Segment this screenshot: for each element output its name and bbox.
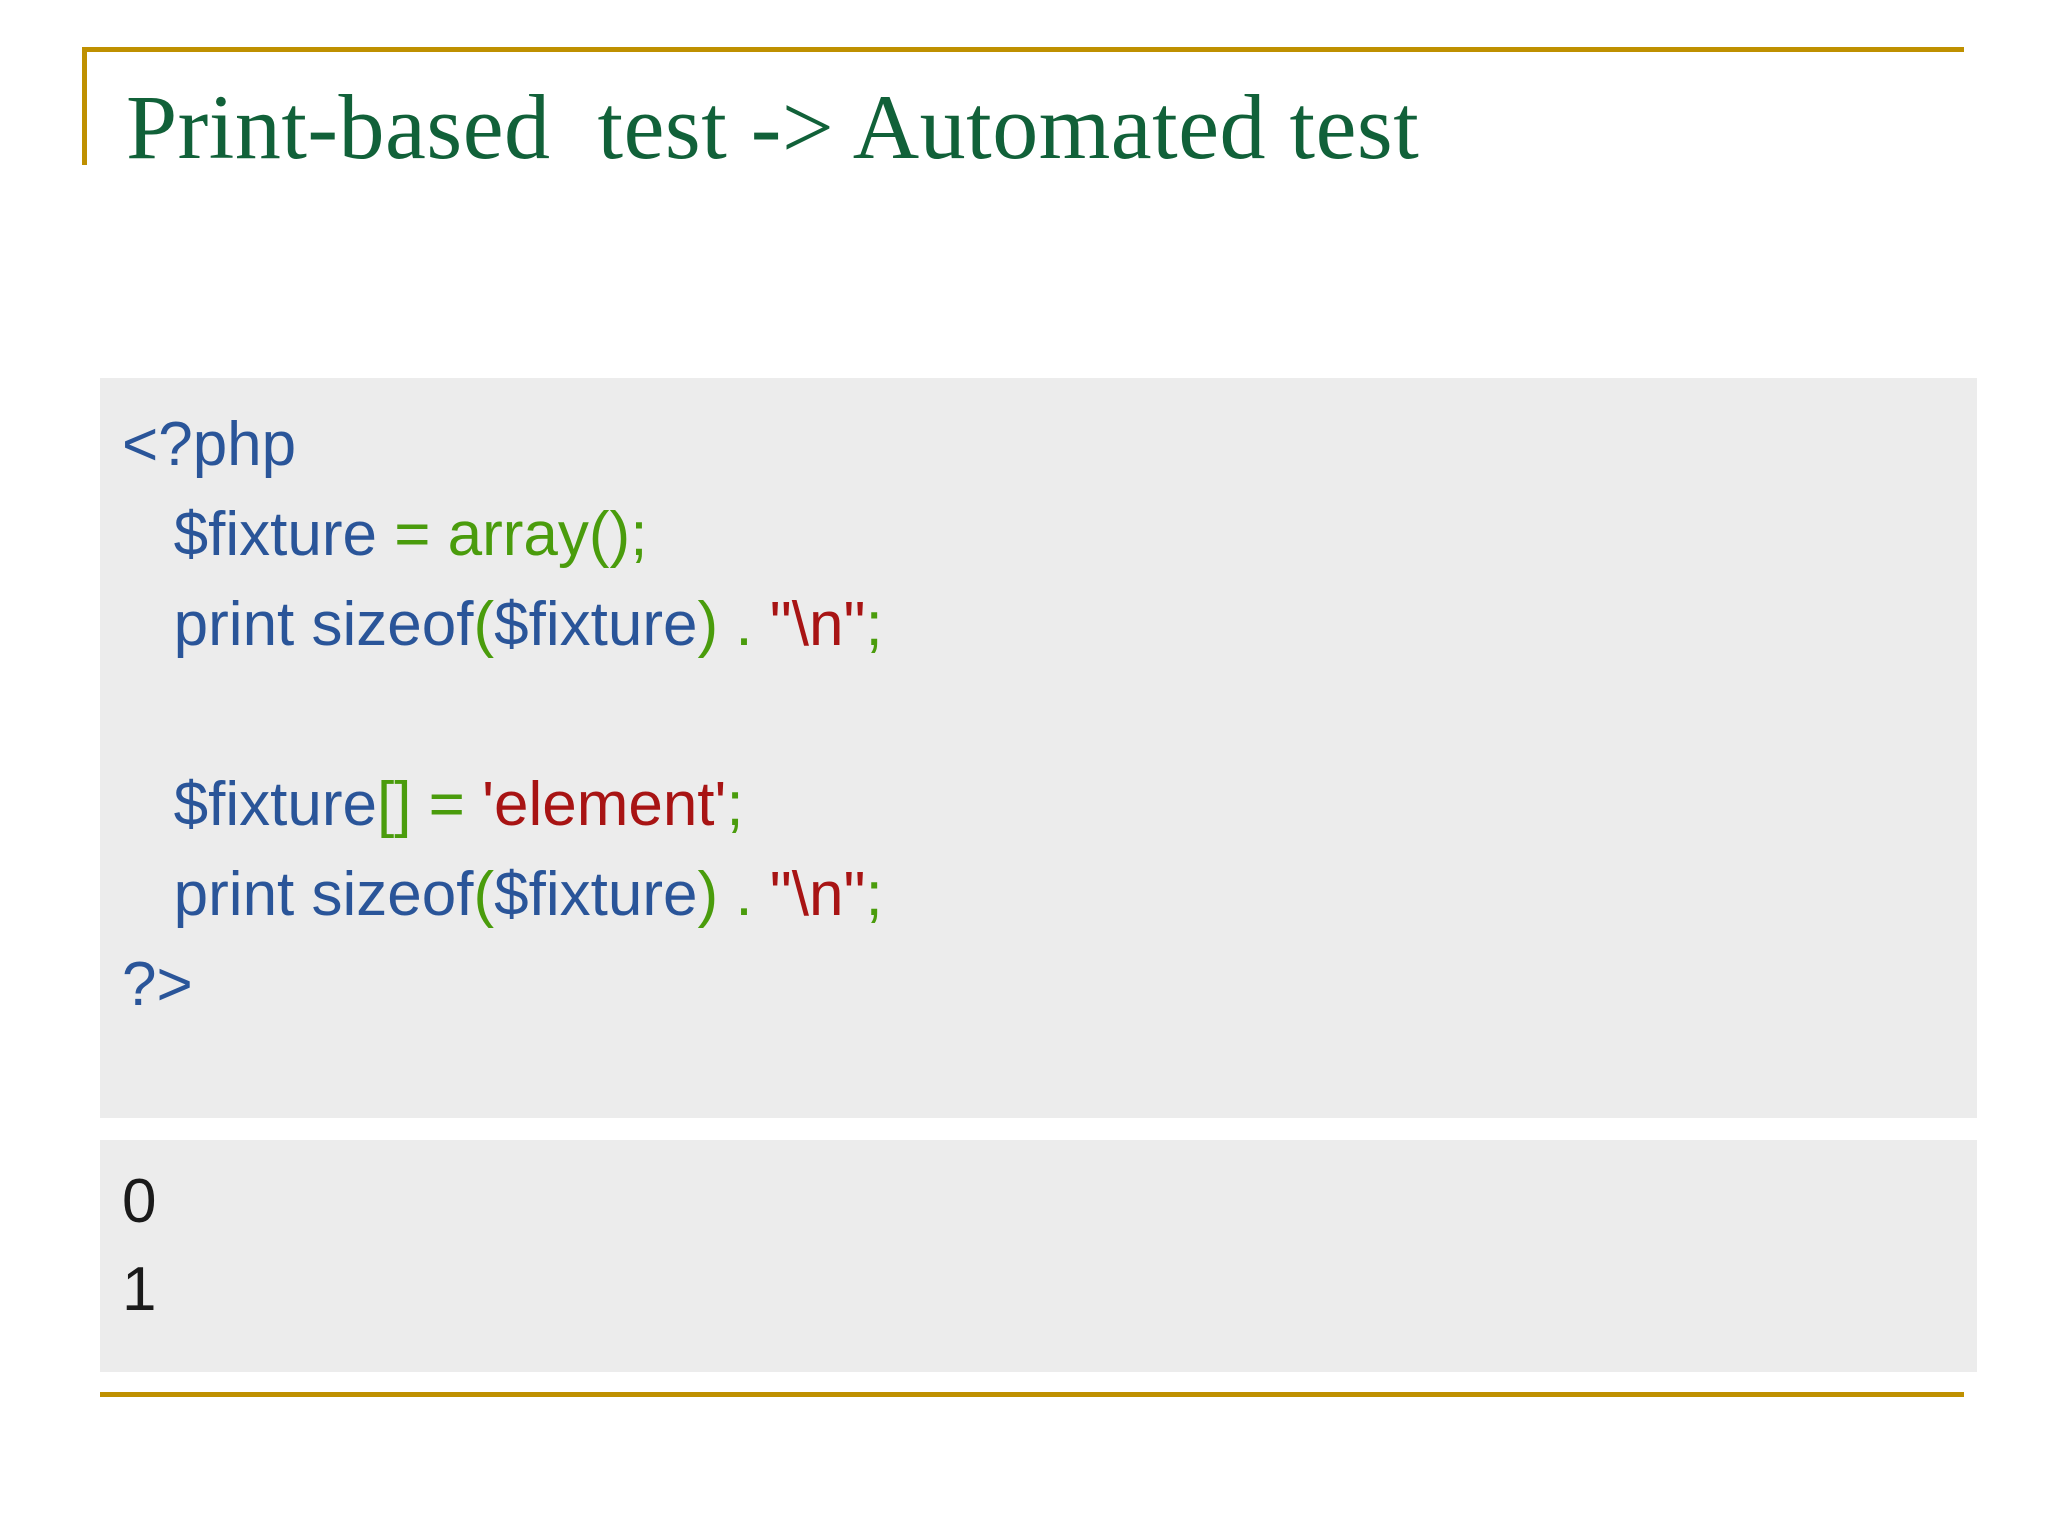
code-token: 'element' — [482, 770, 727, 839]
code-line: ?> — [100, 940, 1977, 1030]
code-token: $fixture — [122, 500, 395, 569]
code-token: ) . — [697, 590, 770, 659]
code-token: = — [411, 770, 483, 839]
code-token — [122, 680, 139, 749]
code-token: ; — [865, 860, 883, 929]
code-token: <?php — [122, 410, 297, 479]
top-accent-rule — [82, 47, 1964, 52]
code-line — [100, 670, 1977, 760]
code-line: print sizeof($fixture) . "\n"; — [100, 580, 1977, 670]
code-block: <?php $fixture = array(); print sizeof($… — [100, 378, 1977, 1118]
code-token: ( — [473, 860, 495, 929]
code-token: "\n" — [769, 590, 866, 659]
code-token: $fixture — [494, 860, 698, 929]
code-token: "\n" — [769, 860, 866, 929]
code-token: ; — [865, 590, 883, 659]
code-token: ; — [726, 770, 744, 839]
code-token: $fixture — [122, 770, 377, 839]
code-token: = array(); — [394, 500, 648, 569]
code-token: [] — [377, 770, 412, 839]
code-token: print sizeof — [122, 590, 474, 659]
output-line: 1 — [122, 1255, 157, 1324]
output-line: 0 — [122, 1167, 157, 1236]
code-line: print sizeof($fixture) . "\n"; — [100, 850, 1977, 940]
left-accent-rule — [82, 47, 87, 165]
code-token: print sizeof — [122, 860, 474, 929]
code-line: $fixture = array(); — [100, 490, 1977, 580]
code-line: <?php — [100, 400, 1977, 490]
code-token: ?> — [122, 950, 193, 1019]
code-token: ) . — [697, 860, 770, 929]
code-line: $fixture[] = 'element'; — [100, 760, 1977, 850]
code-lines: <?php $fixture = array(); print sizeof($… — [100, 400, 1977, 1030]
page-title: Print-based test -> Automated test — [126, 76, 1420, 178]
code-token: $fixture — [494, 590, 698, 659]
code-token: ( — [473, 590, 495, 659]
bottom-accent-rule — [100, 1392, 1964, 1397]
